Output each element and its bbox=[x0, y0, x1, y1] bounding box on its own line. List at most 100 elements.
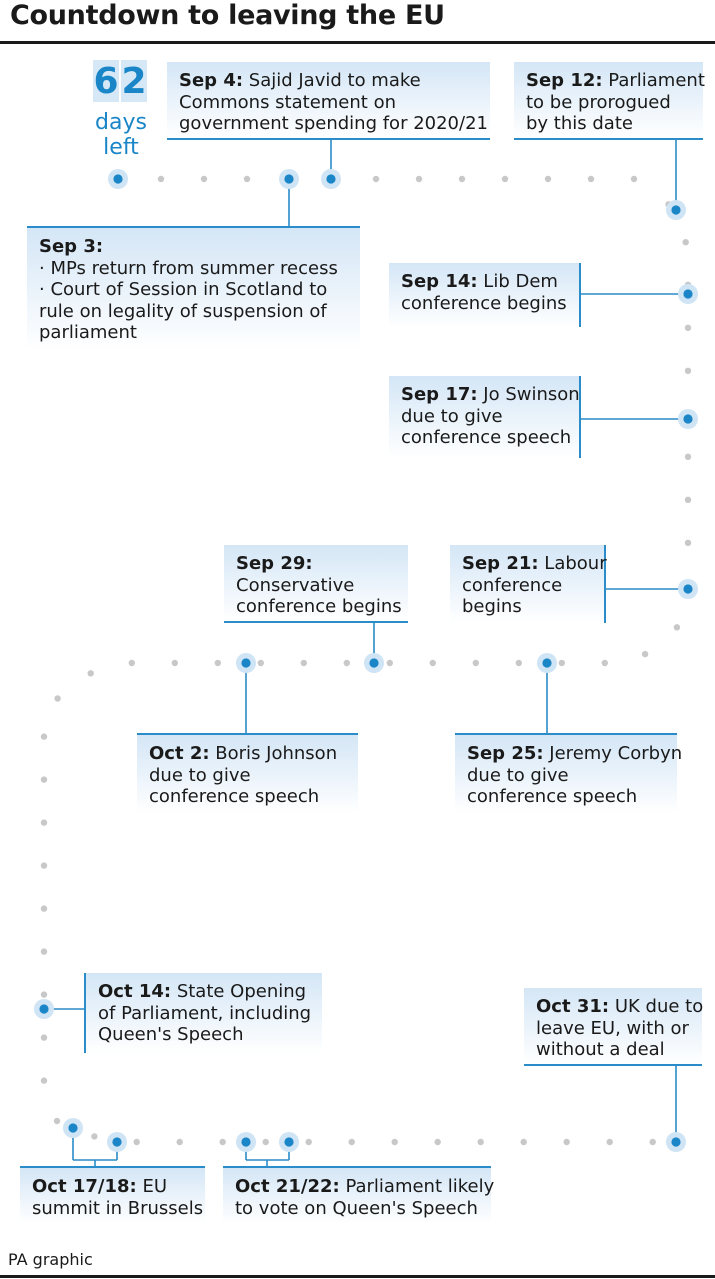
event-text: by this date bbox=[526, 113, 633, 134]
path-dot bbox=[415, 175, 423, 183]
event-sep-14: Sep 14: Lib Dem conference begins bbox=[389, 263, 581, 327]
event-text: UK due to bbox=[609, 996, 704, 1017]
event-date: Sep 12: bbox=[526, 70, 603, 91]
path-dot bbox=[682, 239, 689, 246]
path-dot bbox=[386, 659, 393, 667]
bottom-rule bbox=[0, 1275, 715, 1278]
milestone-dot bbox=[671, 1137, 681, 1147]
path-dot bbox=[305, 1138, 312, 1146]
path-dot bbox=[458, 175, 466, 183]
event-date: Sep 17: bbox=[401, 384, 478, 405]
event-oct-21-22: Oct 21/22: Parliament likely to vote on … bbox=[223, 1166, 494, 1223]
milestone-dot bbox=[284, 1137, 294, 1147]
milestone-dot bbox=[113, 174, 123, 184]
path-dot bbox=[684, 453, 692, 460]
event-text: rule on legality of suspension of bbox=[39, 300, 327, 322]
event-text: Parliament bbox=[602, 70, 705, 91]
credit-text: PA graphic bbox=[8, 1250, 93, 1269]
path-dot bbox=[200, 175, 208, 183]
event-sep-12: Sep 12: Parliament to be prorogued by th… bbox=[514, 62, 705, 140]
path-dot bbox=[684, 496, 692, 503]
milestone-dot bbox=[683, 289, 693, 299]
path-dot bbox=[157, 175, 165, 183]
path-dot bbox=[544, 175, 552, 183]
event-text: Jo Swinson bbox=[477, 384, 580, 405]
path-dot bbox=[434, 1138, 441, 1146]
event-oct-31: Oct 31: UK due to leave EU, with or with… bbox=[524, 988, 704, 1066]
event-text: Lib Dem bbox=[477, 271, 558, 292]
path-dot bbox=[372, 175, 380, 183]
event-text: to be prorogued bbox=[526, 91, 671, 113]
event-text: Parliament likely bbox=[339, 1176, 495, 1197]
milestone-dot bbox=[542, 658, 552, 668]
event-date: Oct 17/18: bbox=[32, 1176, 137, 1197]
event-text: EU bbox=[136, 1176, 167, 1197]
countdown-digit-units: 2 bbox=[121, 60, 147, 102]
path-dot bbox=[54, 695, 61, 702]
path-dot bbox=[684, 324, 692, 331]
path-dot bbox=[53, 1117, 61, 1125]
path-dot bbox=[87, 670, 94, 677]
event-oct-17-18: Oct 17/18: EU summit in Brussels bbox=[20, 1166, 205, 1223]
event-text: Labour bbox=[538, 553, 607, 574]
event-text: parliament bbox=[39, 322, 137, 343]
event-text: · MPs return from summer recess bbox=[39, 257, 338, 279]
event-text: Boris Johnson bbox=[209, 743, 338, 764]
event-text: Jeremy Corbyn bbox=[543, 743, 683, 764]
event-text: conference speech bbox=[467, 786, 638, 807]
path-dot bbox=[684, 367, 692, 374]
path-dot bbox=[563, 1138, 570, 1146]
event-text: due to give bbox=[401, 405, 503, 427]
path-dot bbox=[601, 659, 608, 667]
path-dot bbox=[128, 659, 135, 667]
path-dot bbox=[429, 659, 436, 667]
milestone-dot bbox=[326, 174, 336, 184]
milestone-dot bbox=[369, 658, 379, 668]
event-oct-14: Oct 14: State Opening of Parliament, inc… bbox=[84, 973, 322, 1053]
milestone-dot bbox=[284, 174, 294, 184]
path-dot bbox=[477, 1138, 484, 1146]
milestone-dot bbox=[241, 1137, 251, 1147]
path-dot bbox=[40, 733, 48, 740]
page-title: Countdown to leaving the EU bbox=[10, 0, 445, 31]
path-dot bbox=[606, 1138, 613, 1146]
path-dot bbox=[472, 659, 479, 667]
event-text: due to give bbox=[149, 764, 251, 786]
event-text: summit in Brussels bbox=[32, 1197, 204, 1219]
path-dot bbox=[243, 175, 251, 183]
timeline-milestones bbox=[34, 169, 698, 1152]
path-dot bbox=[214, 659, 221, 667]
path-dot bbox=[641, 650, 649, 658]
path-dot bbox=[649, 1138, 656, 1146]
milestone-dot bbox=[39, 1004, 49, 1014]
event-date: Oct 2: bbox=[149, 743, 210, 764]
path-dot bbox=[40, 862, 48, 869]
event-date: Oct 31: bbox=[536, 996, 610, 1017]
event-text: of Parliament, including bbox=[98, 1002, 312, 1024]
milestone-dot bbox=[671, 205, 681, 215]
event-text: government spending for 2020/21 bbox=[179, 113, 488, 134]
event-text: Queen's Speech bbox=[98, 1024, 244, 1045]
event-text: conference begins bbox=[401, 292, 567, 314]
path-dot bbox=[40, 948, 48, 955]
path-dot bbox=[262, 1138, 269, 1146]
event-text: · Court of Session in Scotland to bbox=[39, 279, 328, 300]
event-date: Oct 14: bbox=[98, 981, 172, 1002]
path-dot bbox=[391, 1138, 398, 1146]
event-text: conference speech bbox=[149, 786, 320, 807]
event-text: begins bbox=[462, 596, 522, 617]
path-dot bbox=[673, 624, 681, 631]
countdown-label-left: left bbox=[103, 135, 139, 160]
path-dot bbox=[587, 175, 595, 183]
event-text: without a deal bbox=[536, 1039, 665, 1060]
path-dot bbox=[40, 905, 48, 912]
path-dot bbox=[91, 1133, 98, 1140]
path-dot bbox=[40, 1034, 48, 1041]
event-sep-3: Sep 3: · MPs return from summer recess ·… bbox=[27, 226, 360, 350]
event-text: leave EU, with or bbox=[536, 1017, 689, 1039]
path-dot bbox=[515, 659, 522, 667]
event-text: conference bbox=[462, 574, 563, 596]
path-dot bbox=[133, 1138, 140, 1146]
countdown-label: days left bbox=[86, 110, 156, 160]
